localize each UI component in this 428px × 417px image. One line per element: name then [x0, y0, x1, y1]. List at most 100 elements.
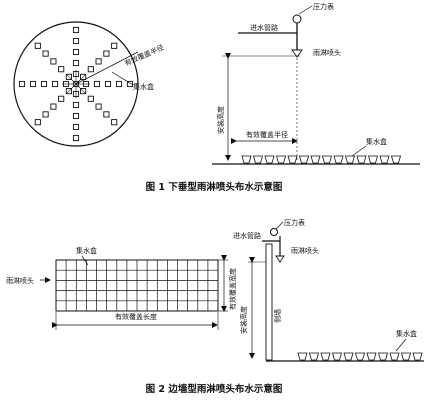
cups2-leader-line — [395, 338, 407, 352]
fig2-effective-width-label: 有效覆盖宽度 — [228, 268, 237, 310]
collection-box — [104, 80, 112, 88]
fig2-side-wall-label: 侧墙 — [273, 309, 282, 323]
fig2-collection-box-right-label: 集水盒 — [396, 329, 417, 338]
collection-box — [115, 80, 123, 88]
collection-cup — [344, 155, 356, 164]
collection-cup — [389, 352, 400, 361]
collection-cup — [367, 155, 379, 164]
fig1-collection-box-left-label: 集水盒 — [133, 82, 154, 91]
collection-cup — [320, 352, 331, 361]
collection-cup — [379, 155, 390, 164]
collection-box — [50, 58, 57, 65]
collection-cup — [252, 155, 264, 164]
collection-cup — [298, 155, 310, 164]
spoke-line — [75, 83, 87, 95]
collection-box — [58, 95, 65, 102]
radius-leader-line — [75, 51, 139, 85]
collection-box — [87, 95, 94, 102]
fig2-pressure-gauge-label: 压力表 — [284, 218, 305, 227]
collection-box — [72, 37, 80, 45]
fig2-inlet-pipe-label: 进水管路 — [233, 231, 261, 240]
collection-cup — [366, 352, 377, 361]
collection-box-pattern — [18, 26, 134, 142]
collection-box — [42, 50, 49, 57]
fig2-collection-box-grid-label: 集水盒 — [76, 246, 97, 255]
collection-box — [111, 42, 118, 49]
collection-box — [126, 80, 134, 88]
collection-box — [29, 80, 37, 88]
collection-box — [72, 48, 80, 56]
collection-box — [51, 80, 59, 88]
collection-cup — [310, 155, 321, 164]
figure1-caption: 图 1 下垂型雨淋喷头布水示意图 — [146, 181, 283, 193]
fig2-install-height-label: 安装高度 — [239, 306, 248, 334]
collection-box — [111, 119, 118, 126]
fig1-effective-radius-diag-label: 有效覆盖半径 — [123, 43, 165, 68]
collection-box — [42, 111, 49, 118]
collection-box — [34, 42, 41, 49]
collection-box — [87, 66, 94, 73]
collection-cup — [241, 155, 252, 164]
fig1-inlet-pipe-label: 进水管路 — [250, 23, 278, 32]
fig1-elevation: 压力表 进水管路 雨淋喷头 安装高度 有效覆盖半径 集水盒 — [212, 2, 420, 165]
fig2-sprinkler-label: 雨淋喷头 — [291, 246, 319, 255]
gauge-leader-line — [298, 5, 313, 15]
collection-box — [72, 112, 80, 120]
collection-box — [72, 101, 80, 109]
fig1-install-height-label: 安装高度 — [216, 106, 225, 134]
spoke-line — [75, 73, 87, 85]
fig1-effective-radius-label: 有效覆盖半径 — [246, 130, 288, 139]
collection-cup — [264, 155, 275, 164]
collection-cup — [287, 155, 298, 164]
collection-box-grid — [55, 259, 219, 312]
gauge2-leader-line — [275, 221, 284, 230]
collection-box — [93, 80, 101, 88]
collection-box — [72, 59, 80, 67]
collection-cup — [321, 155, 333, 164]
collection-box — [40, 80, 48, 88]
collection-cup — [297, 352, 308, 361]
collection-box — [50, 103, 57, 110]
collection-box — [18, 80, 26, 88]
fig2-sprinkler-left-label: 雨淋喷头 — [6, 276, 34, 285]
coverage-circle — [13, 21, 139, 147]
fig2-effective-length-label: 有效覆盖长度 — [115, 312, 157, 321]
sprinkler-head-icon — [291, 49, 303, 58]
collection-box — [80, 73, 87, 80]
collection-cup — [275, 155, 287, 164]
collection-cup — [377, 352, 389, 361]
collection-cup — [354, 352, 366, 361]
fig2-plan-view: 集水盒 雨淋喷头 有效覆盖宽度 有效覆盖长度 — [6, 246, 237, 330]
collection-cup — [390, 155, 402, 164]
pressure-gauge-icon — [292, 14, 302, 24]
collection-cup — [331, 352, 343, 361]
collection-box — [103, 50, 110, 57]
figure2-caption: 图 2 边墙型雨淋喷头布水示意图 — [146, 383, 283, 395]
grid-box-leader-line — [81, 255, 89, 266]
cups-leader-line — [351, 145, 367, 157]
collection-cup — [400, 352, 412, 361]
side-wall — [265, 243, 273, 361]
collection-box — [65, 73, 72, 80]
collection-box — [95, 58, 102, 65]
collection-box — [72, 134, 80, 142]
sidewall-sprinkler-icon — [275, 255, 285, 263]
collection-cup — [343, 352, 354, 361]
pressure-gauge-icon-2 — [270, 228, 278, 236]
collection-cups-row — [241, 155, 402, 164]
collection-box — [65, 88, 72, 95]
collection-cup — [308, 352, 320, 361]
collection-cup — [412, 352, 423, 361]
spoke-line — [65, 83, 77, 95]
collection-box — [58, 66, 65, 73]
collection-box — [72, 26, 80, 34]
collection-cup — [333, 155, 344, 164]
collection-box — [95, 103, 102, 110]
collection-box — [103, 111, 110, 118]
collection-box — [80, 88, 87, 95]
spoke-line — [65, 73, 77, 85]
fig1-collection-box-right-label: 集水盒 — [366, 137, 387, 146]
collection-cup — [356, 155, 367, 164]
fig2-elevation: 压力表 进水管路 雨淋喷头 侧墙 安装高度 集水盒 — [233, 218, 424, 362]
